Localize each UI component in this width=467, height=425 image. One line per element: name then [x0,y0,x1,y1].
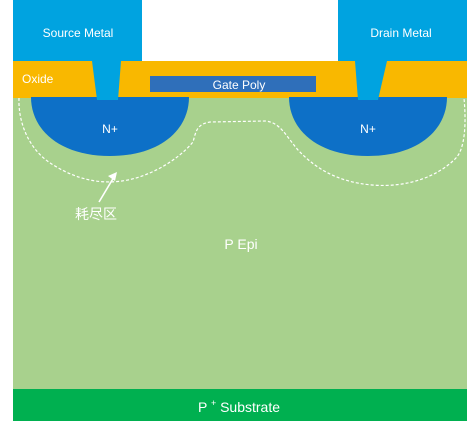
n-plus-right-region [289,97,447,156]
n-plus-left-label: N+ [102,122,118,136]
gate-poly [150,76,316,92]
source-metal [13,0,142,100]
depletion-arrow-head [108,172,117,181]
substrate-label-superscript: + [211,398,216,408]
oxide-label: Oxide [22,72,54,86]
substrate-label-prefix: P [198,399,207,415]
gate-poly-label: Gate Poly [213,78,266,92]
p-plus-substrate [13,389,467,421]
drain-metal [338,0,467,100]
source-metal-label: Source Metal [43,26,114,40]
n-plus-right-label: N+ [360,122,376,136]
substrate-label: P + Substrate [198,393,280,415]
p-epi-label: P Epi [224,236,257,252]
depletion-region-label: 耗尽区 [75,207,117,223]
drain-metal-label: Drain Metal [370,26,431,40]
depletion-arrow-line [98,176,115,203]
n-plus-left-region [31,97,189,156]
depletion-region-boundary [18,97,466,187]
substrate-label-suffix: Substrate [220,399,280,415]
